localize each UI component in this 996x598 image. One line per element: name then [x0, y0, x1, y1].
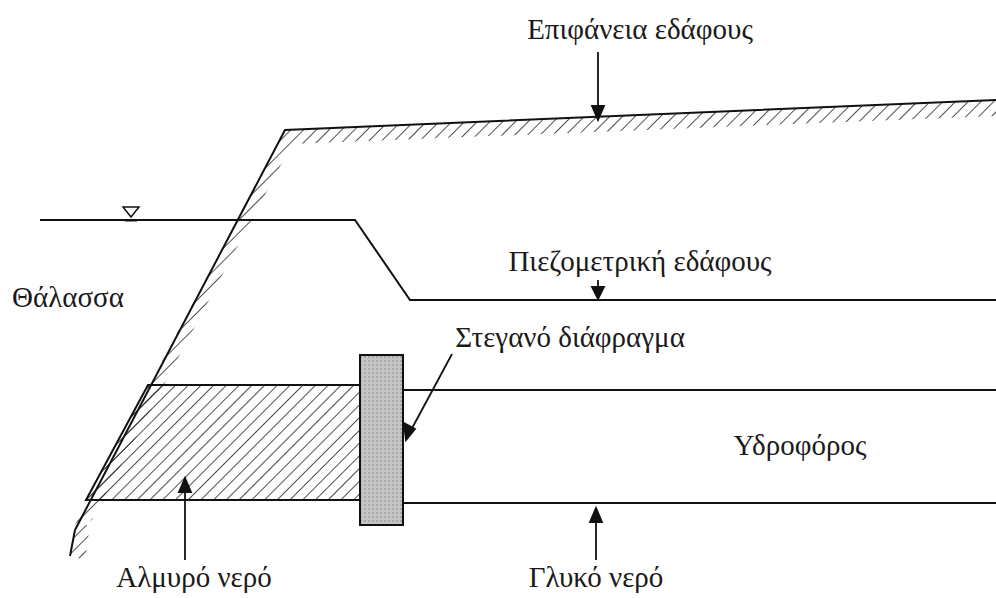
aquifer-bottom	[403, 502, 996, 504]
fresh-water-label: Γλυκό νερό	[529, 562, 664, 594]
aquifer-top	[403, 389, 996, 391]
salt-water-zone	[86, 385, 360, 500]
ground-line	[70, 530, 75, 556]
barrier-label: Στεγανό διάφραγμα	[455, 322, 685, 354]
piezometric-line	[40, 220, 996, 300]
water-level-symbol	[123, 207, 139, 217]
leader-arrows	[179, 52, 604, 560]
piezometric-label: Πιεζομετρική εδάφους	[508, 246, 771, 278]
ground-line	[75, 100, 996, 530]
barrier	[360, 355, 403, 525]
aquifer-label: Υδροφόρος	[734, 430, 867, 462]
ground-hatch	[285, 100, 996, 144]
sea-label: Θάλασσα	[12, 282, 124, 314]
water-level-symbol	[125, 221, 137, 222]
salt-water-label: Αλμυρό νερό	[116, 562, 271, 594]
slope-hatch	[70, 525, 90, 560]
surface-label: Επιφάνεια εδάφους	[527, 14, 753, 46]
